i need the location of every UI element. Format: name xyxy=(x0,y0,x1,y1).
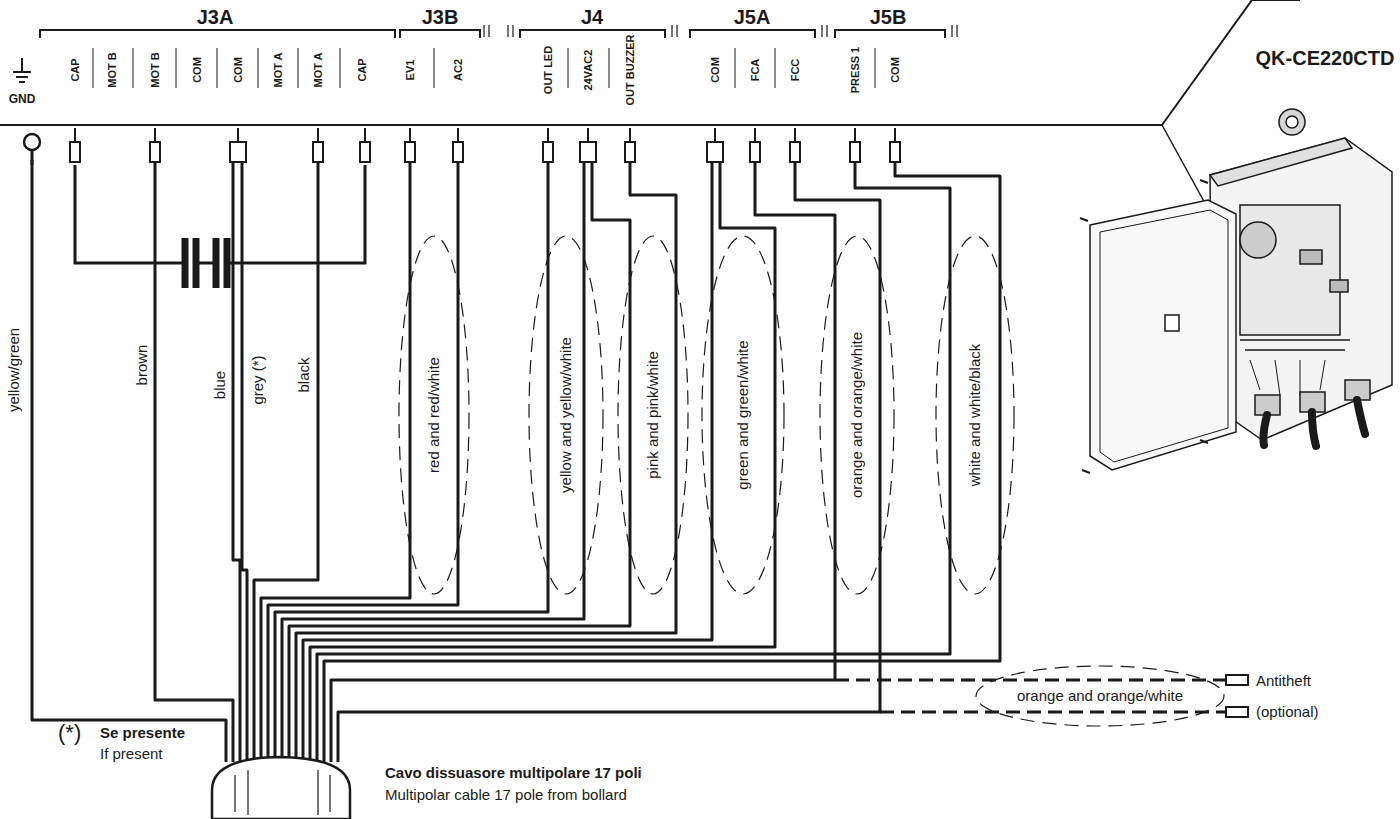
ground-symbol xyxy=(13,58,31,82)
capacitor-symbol xyxy=(75,165,365,288)
cable-end xyxy=(212,757,350,819)
pin-name: GND xyxy=(9,93,36,106)
pin-name: OUT LED xyxy=(542,46,554,94)
ferrule xyxy=(313,128,323,162)
pin-name: AC2 xyxy=(452,59,464,81)
wire xyxy=(289,160,630,762)
pin-name: MOT B xyxy=(149,52,161,87)
wire-color: yellow/green xyxy=(6,328,23,412)
connector-name: J5A xyxy=(734,6,771,28)
wire xyxy=(32,160,226,762)
note: If present xyxy=(100,746,163,763)
wire xyxy=(331,160,835,762)
ferrule-set xyxy=(24,128,900,165)
pin-name: FCC xyxy=(789,59,801,82)
ferrule xyxy=(580,128,596,162)
connector-name: J5B xyxy=(870,6,907,28)
ferrule xyxy=(230,128,246,162)
wire-pair-group: red and red/white xyxy=(398,235,470,595)
model-name: QK-CE220CTD xyxy=(1256,47,1395,69)
wire-pair-group: pink and pink/white xyxy=(617,235,689,595)
wire-pair-group: green and green/white xyxy=(701,235,785,595)
pin-name: MOT B xyxy=(106,52,118,87)
wire xyxy=(242,160,247,762)
ground-ring xyxy=(24,134,40,150)
footnote-mark: (*) xyxy=(58,721,81,745)
terminal-panel xyxy=(0,0,1300,245)
pin-name: COM xyxy=(889,57,901,83)
antitheft-ferrules xyxy=(1226,675,1248,717)
note: Antitheft xyxy=(1256,673,1311,690)
wire-pair-group: orange and orange/white xyxy=(975,665,1225,727)
pin-name: PRESS 1 xyxy=(849,47,861,93)
wire-set xyxy=(32,160,1000,762)
pin-name: COM xyxy=(191,57,203,83)
wire-pair-group: orange and orange/white xyxy=(819,235,895,595)
pin-name: MOT A xyxy=(272,52,284,87)
wire-color: blue xyxy=(212,371,229,399)
wire-pair-group: white and white/black xyxy=(935,235,1015,595)
pin-name: COM xyxy=(709,57,721,83)
ferrule xyxy=(890,128,900,162)
wire xyxy=(254,160,318,762)
pin-name: EV1 xyxy=(404,60,416,81)
ground-ring-stem xyxy=(31,150,34,165)
ferrule xyxy=(543,128,553,162)
antitheft-wires xyxy=(835,680,1226,712)
pin-name: CAP xyxy=(356,58,368,81)
connector-name: J3B xyxy=(422,6,459,28)
wire-pair-label: yellow and yellow/white xyxy=(558,337,575,493)
wire-pair-label: white and white/black xyxy=(967,344,984,487)
ferrule xyxy=(360,128,370,162)
pin-separators xyxy=(93,48,875,88)
wire xyxy=(233,160,240,762)
wire-pair-label: orange and orange/white xyxy=(849,332,866,498)
ferrule xyxy=(750,128,760,162)
ferrule xyxy=(405,128,415,162)
wire-color: grey (*) xyxy=(250,355,267,404)
wire xyxy=(296,160,676,762)
pin-name: MOT A xyxy=(312,52,324,87)
ferrule xyxy=(625,128,635,162)
note: (optional) xyxy=(1256,704,1319,721)
ferrule xyxy=(150,128,160,162)
cable-note: Cavo dissuasore multipolare 17 poli xyxy=(385,765,642,782)
wire-color: brown xyxy=(134,345,151,386)
wire xyxy=(324,160,1000,762)
wire-pair-group: yellow and yellow/white xyxy=(528,235,604,595)
ferrule xyxy=(707,128,723,162)
control-unit-illustration xyxy=(1080,109,1392,473)
connector-name: J3A xyxy=(197,6,234,28)
wire xyxy=(155,160,233,762)
wire xyxy=(317,160,950,762)
wire xyxy=(338,160,880,762)
wire-pair-label: orange and orange/white xyxy=(1017,688,1183,705)
wire-pair-label: green and green/white xyxy=(735,340,752,489)
pin-name: 24VAC2 xyxy=(582,50,594,91)
ferrule xyxy=(70,128,80,162)
ferrule xyxy=(850,128,860,162)
ferrule xyxy=(790,128,800,162)
cable-note: Multipolar cable 17 pole from bollard xyxy=(385,787,627,804)
pin-name: OUT BUZZER xyxy=(624,35,636,106)
connector-name: J4 xyxy=(581,6,603,28)
wire xyxy=(282,160,584,762)
wire xyxy=(310,160,775,762)
wire-pair-label: red and red/white xyxy=(426,357,443,473)
pin-name: COM xyxy=(232,57,244,83)
wire-pair-label: pink and pink/white xyxy=(645,351,662,479)
pin-name: FCA xyxy=(749,59,761,82)
ferrule xyxy=(453,128,463,162)
pin-name: CAP xyxy=(69,58,81,81)
wire-color: black xyxy=(296,357,313,392)
note: Se presente xyxy=(100,725,185,742)
